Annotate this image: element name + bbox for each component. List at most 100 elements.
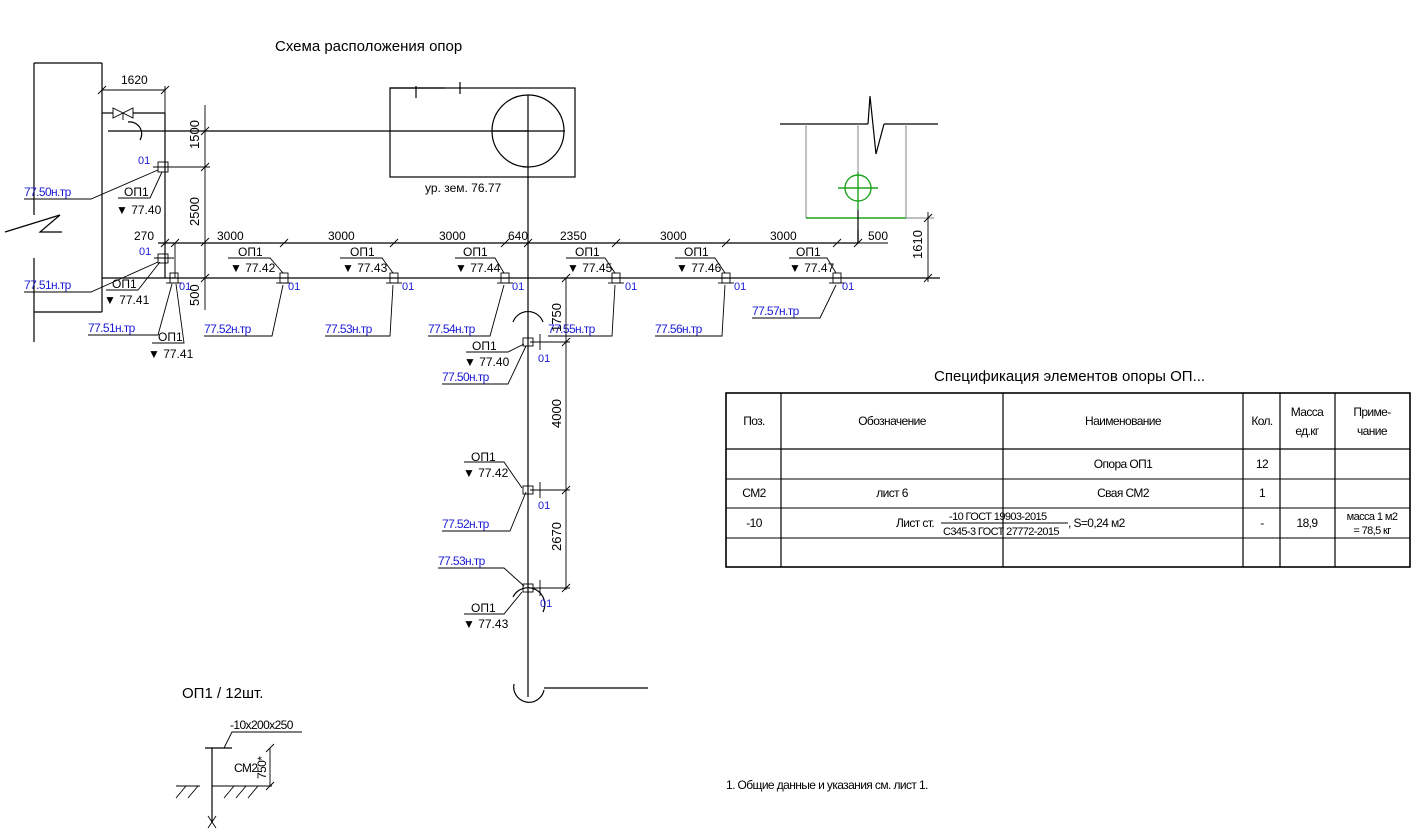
svg-text:Обозначение: Обозначение	[858, 414, 927, 428]
svg-text:77.52н.тр: 77.52н.тр	[204, 322, 252, 336]
svg-text:3000: 3000	[660, 229, 687, 243]
svg-text:-10 ГОСТ 19903-2015: -10 ГОСТ 19903-2015	[949, 511, 1047, 523]
svg-text:▼ 77.41: ▼ 77.41	[148, 347, 194, 361]
dimension-chain-vertical: 1750 4000 2670	[530, 273, 571, 593]
svg-text:1610: 1610	[910, 230, 925, 259]
svg-text:01: 01	[842, 281, 854, 293]
svg-text:01: 01	[538, 353, 550, 365]
svg-text:2670: 2670	[549, 522, 564, 551]
support-vertical-2: 01 ОП1 ▼ 77.42 77.52н.тр	[442, 450, 550, 532]
svg-text:500: 500	[187, 284, 202, 306]
svg-text:Масса: Масса	[1291, 405, 1324, 419]
svg-text:чание: чание	[1357, 424, 1388, 438]
dimension-1620: 1620	[97, 73, 170, 168]
svg-text:01: 01	[139, 246, 151, 258]
svg-text:-10x200x250: -10x200x250	[230, 718, 294, 732]
svg-text:▼ 77.40: ▼ 77.40	[464, 355, 510, 369]
svg-text:77.53н.тр: 77.53н.тр	[438, 554, 486, 568]
svg-text:3000: 3000	[439, 229, 466, 243]
svg-text:▼ 77.42: ▼ 77.42	[230, 261, 276, 275]
svg-text:▼ 77.44: ▼ 77.44	[455, 261, 501, 275]
chamber-right	[780, 95, 938, 243]
svg-text:▼ 77.40: ▼ 77.40	[116, 203, 162, 217]
general-note: 1. Общие данные и указания см. лист 1.	[726, 778, 928, 792]
leader-op1-7741-b: ОП1 ▼ 77.41	[148, 283, 194, 361]
detail-title: ОП1 / 12шт.	[182, 685, 263, 702]
svg-text:ОП1: ОП1	[796, 245, 821, 259]
svg-text:ОП1: ОП1	[350, 245, 375, 259]
svg-text:СМ2: СМ2	[234, 761, 258, 775]
svg-text:1500: 1500	[187, 120, 202, 149]
svg-text:77.53н.тр: 77.53н.тр	[325, 322, 373, 336]
table-row: -10 Лист ст. -10 ГОСТ 19903-2015 С345-3 …	[746, 511, 1398, 538]
svg-text:77.52н.тр: 77.52н.тр	[442, 517, 490, 531]
dimension-500-left: 500	[187, 243, 210, 310]
svg-text:Кол.: Кол.	[1251, 414, 1273, 428]
svg-text:2350: 2350	[560, 229, 587, 243]
support-marker: 01	[138, 155, 173, 173]
svg-text:▼ 77.45: ▼ 77.45	[567, 261, 613, 275]
svg-text:77.57н.тр: 77.57н.тр	[752, 304, 800, 318]
svg-text:Опора ОП1: Опора ОП1	[1094, 457, 1153, 471]
svg-text:▼ 77.46: ▼ 77.46	[676, 261, 722, 275]
table-row: СМ2 лист 6 Свая СМ2 1	[742, 486, 1266, 500]
svg-text:Свая СМ2: Свая СМ2	[1097, 486, 1150, 500]
svg-text:1750: 1750	[549, 303, 564, 332]
valve-icon	[112, 107, 134, 120]
svg-text:1: 1	[1259, 486, 1266, 500]
svg-text:77.51н.тр: 77.51н.тр	[24, 278, 72, 292]
svg-text:01: 01	[734, 281, 746, 293]
table-row: Опора ОП1 12	[1094, 457, 1270, 471]
svg-text:01: 01	[512, 281, 524, 293]
svg-text:, S=0,24 м2: , S=0,24 м2	[1068, 516, 1126, 530]
svg-text:01: 01	[538, 500, 550, 512]
svg-text:▼ 77.41: ▼ 77.41	[104, 293, 150, 307]
svg-text:ОП1: ОП1	[112, 277, 137, 291]
svg-text:ОП1: ОП1	[471, 450, 496, 464]
svg-text:ОП1: ОП1	[124, 185, 149, 199]
leader-op1-7740: ОП1 ▼ 77.40	[116, 171, 163, 217]
svg-text:4000: 4000	[549, 399, 564, 428]
spec-header: Поз. Обозначение Наименование Кол. Масса…	[743, 405, 1392, 438]
svg-text:ОП1: ОП1	[158, 330, 183, 344]
svg-text:01: 01	[402, 281, 414, 293]
dimension-1610: 1610	[910, 212, 933, 283]
svg-text:Поз.: Поз.	[743, 414, 765, 428]
equipment-box: ур. зем. 76.77	[389, 82, 576, 195]
svg-text:ОП1: ОП1	[463, 245, 488, 259]
svg-text:масса 1 м2: масса 1 м2	[1347, 511, 1398, 523]
svg-text:▼ 77.42: ▼ 77.42	[463, 466, 509, 480]
svg-text:12: 12	[1256, 457, 1269, 471]
svg-text:Лист ст.: Лист ст.	[896, 516, 934, 530]
svg-text:лист 6: лист 6	[876, 486, 909, 500]
svg-text:ОП1: ОП1	[684, 245, 709, 259]
support-detail: -10x200x250 СМ2 750*	[175, 718, 302, 829]
svg-text:ед.кг: ед.кг	[1295, 424, 1320, 438]
svg-text:Наименование: Наименование	[1085, 414, 1162, 428]
svg-text:СМ2: СМ2	[742, 486, 766, 500]
svg-text:750*: 750*	[255, 756, 269, 779]
support-labels-row: ОП1 ▼ 77.42 77.52н.тр ОП1 ▼ 77.43 77.53н…	[204, 245, 837, 337]
spec-title: Спецификация элементов опоры ОП...	[934, 368, 1205, 385]
svg-text:3000: 3000	[770, 229, 797, 243]
leader-7751-b: 77.51н.тр	[88, 283, 173, 336]
svg-text:01: 01	[625, 281, 637, 293]
svg-text:ОП1: ОП1	[472, 339, 497, 353]
svg-text:1620: 1620	[121, 73, 148, 87]
svg-text:01: 01	[138, 155, 150, 167]
svg-text:-: -	[1260, 516, 1264, 530]
svg-text:▼ 77.43: ▼ 77.43	[463, 617, 509, 631]
svg-text:3000: 3000	[328, 229, 355, 243]
svg-text:500: 500	[868, 229, 888, 243]
svg-text:▼ 77.43: ▼ 77.43	[342, 261, 388, 275]
svg-text:ОП1: ОП1	[575, 245, 600, 259]
svg-text:77.50н.тр: 77.50н.тр	[24, 185, 72, 199]
svg-text:270: 270	[134, 229, 154, 243]
svg-text:01: 01	[179, 281, 191, 293]
svg-text:С345-3 ГОСТ 27772-2015: С345-3 ГОСТ 27772-2015	[943, 526, 1059, 538]
svg-text:= 78,5 кг: = 78,5 кг	[1353, 525, 1391, 537]
leader-7750: 77.50н.тр	[24, 169, 159, 200]
svg-text:77.55н.тр: 77.55н.тр	[548, 322, 596, 336]
svg-text:ОП1: ОП1	[471, 601, 496, 615]
